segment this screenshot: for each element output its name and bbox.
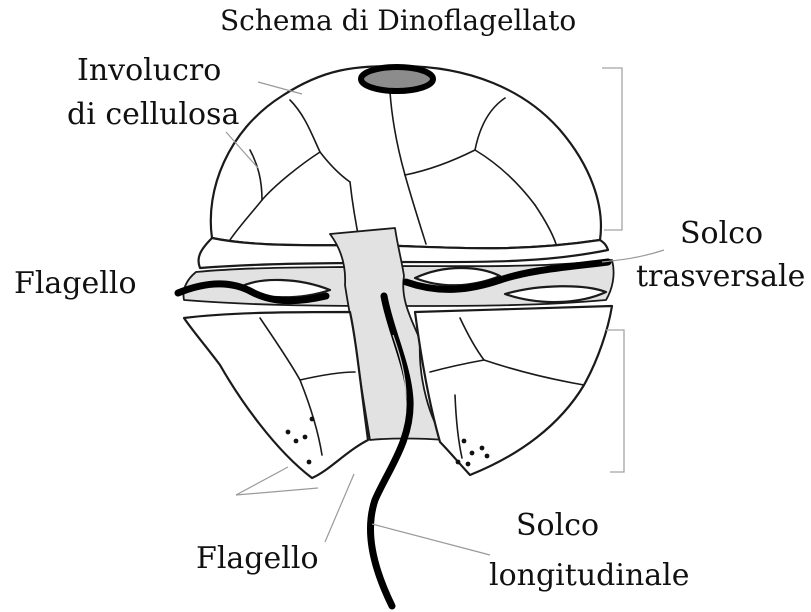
epitheca-bracket [602,68,622,230]
leader-longitudinal-groove [372,524,490,555]
label-transverse-groove: Solco trasversale [636,216,805,294]
hypotheca-left-plate [184,312,368,478]
label-cellulose-wall-line2: di cellulosa [67,97,239,132]
hypotheca-pore [462,439,467,444]
label-cellulose-wall: Involucro di cellulosa [67,53,239,132]
label-longitudinal-groove: Solco longitudinale [489,508,690,593]
hypotheca-pore [294,439,299,444]
hypotheca-pore [480,446,485,451]
hypotheca-pore [470,451,475,456]
hypotheca-pore [456,460,461,465]
label-transverse-groove-line2: trasversale [636,259,805,294]
hypotheca-pore [485,454,490,459]
label-longitudinal-groove-line1: Solco [516,508,599,543]
label-flagellum-left: Flagello [14,266,137,301]
hypotheca-bracket [606,330,624,472]
hypotheca-pore [303,435,308,440]
hypotheca-pore [307,460,312,465]
diagram-title: Schema di Dinoflagellato [220,4,576,37]
label-transverse-groove-line1: Solco [680,216,763,251]
hypotheca-pore [466,462,471,467]
hypotheca-pore [310,417,315,422]
label-cellulose-wall-line1: Involucro [77,53,221,88]
label-flagellum-bottom: Flagello [196,541,319,576]
hypotheca-pore [286,430,291,435]
label-longitudinal-groove-line2: longitudinale [489,558,690,593]
hypotheca-right-plate [415,306,612,475]
apical-pore [361,67,433,91]
leader-flagellum-bottom-3 [325,474,354,542]
